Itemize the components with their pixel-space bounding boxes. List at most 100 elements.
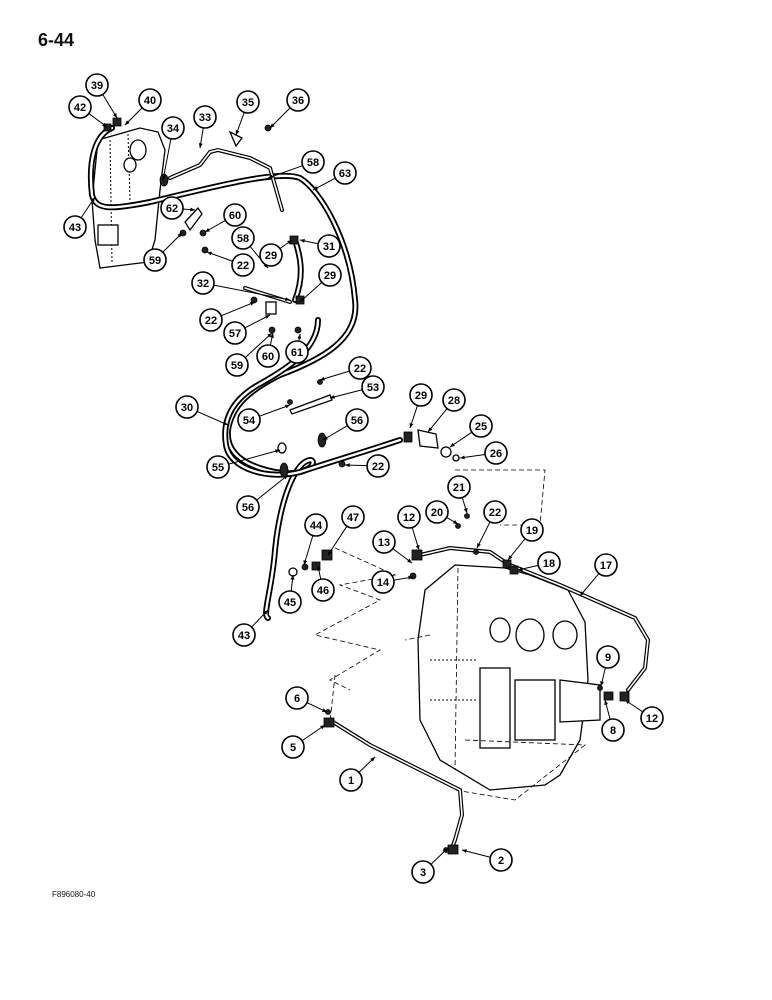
callout-label: 56	[351, 415, 363, 427]
leader-arrow	[235, 130, 240, 135]
callout-label: 13	[378, 537, 390, 549]
callout-3: 3	[411, 847, 449, 884]
leader-arrow	[317, 566, 321, 571]
leader-arrow	[453, 520, 458, 524]
oring-6	[325, 709, 331, 715]
callout-circle	[232, 623, 256, 647]
callout-28: 28	[427, 388, 466, 433]
leader-arrow	[370, 757, 375, 762]
callout-43: 43	[63, 196, 96, 239]
leader-line	[327, 525, 348, 556]
callout-circle	[333, 161, 357, 185]
callout-label: 5	[290, 742, 296, 754]
clamp-56b	[279, 462, 289, 478]
callout-circle	[348, 356, 372, 380]
washer-20	[455, 523, 461, 529]
callout-circle	[345, 408, 369, 432]
callout-circle	[520, 518, 544, 542]
figure-code: F896080-40	[52, 890, 96, 899]
callout-35: 35	[235, 90, 260, 136]
callout-circle	[594, 553, 618, 577]
callout-13: 13	[372, 530, 413, 564]
callout-circle	[447, 475, 471, 499]
callout-circle	[285, 686, 309, 710]
callout-62: 62	[160, 196, 196, 220]
callout-label: 35	[242, 97, 254, 109]
leader-arrow	[112, 113, 117, 118]
leader-arrow	[322, 708, 327, 712]
leader-arrow	[313, 186, 318, 190]
leader-arrow	[283, 475, 288, 480]
callout-circle	[371, 570, 395, 594]
nut-22	[201, 246, 209, 254]
callout-circle	[175, 395, 199, 419]
callout-label: 62	[166, 203, 178, 215]
callout-12: 12	[397, 505, 421, 551]
callout-33: 33	[193, 105, 217, 149]
callout-43: 43	[232, 609, 269, 647]
tube-13	[418, 545, 507, 564]
leader-arrow	[290, 575, 295, 580]
leader-arrow	[207, 251, 212, 256]
callout-circle	[278, 590, 302, 614]
callout-circle	[237, 408, 261, 432]
callout-label: 28	[448, 395, 460, 407]
callout-label: 20	[431, 507, 443, 519]
callout-53: 53	[329, 375, 385, 399]
leader-arrow	[408, 575, 413, 580]
callout-20: 20	[425, 500, 459, 525]
callout-40: 40	[124, 88, 162, 126]
callout-circle	[339, 768, 363, 792]
callout-12: 12	[624, 699, 664, 730]
callout-label: 29	[265, 250, 277, 262]
callout-46: 46	[311, 565, 335, 602]
callout-label: 47	[347, 512, 359, 524]
callout-label: 18	[543, 558, 555, 570]
callout-label: 34	[167, 123, 180, 135]
callout-label: 29	[324, 270, 336, 282]
screw-21	[464, 513, 470, 519]
callout-circle	[199, 308, 223, 332]
callout-circle	[160, 196, 184, 220]
leader-line	[303, 535, 314, 566]
callout-63: 63	[312, 161, 357, 191]
callout-circle	[596, 645, 620, 669]
callout-circle	[236, 495, 260, 519]
callout-36: 36	[269, 88, 310, 129]
callout-2: 2	[461, 848, 513, 872]
callout-label: 22	[489, 507, 501, 519]
callout-58: 58	[267, 150, 325, 179]
leader-arrow	[407, 558, 412, 563]
callout-9: 9	[596, 645, 620, 687]
callout-56: 56	[236, 474, 289, 519]
leader-arrow	[600, 681, 604, 686]
callout-label: 29	[415, 390, 427, 402]
screw-36	[264, 124, 272, 132]
leader-arrow	[345, 463, 350, 468]
leader-arrow	[300, 239, 305, 243]
leader-line	[319, 370, 350, 381]
callout-circle	[191, 271, 215, 295]
leader-line	[244, 332, 273, 358]
leader-arrow	[300, 297, 305, 302]
callout-18: 18	[517, 551, 561, 575]
callout-19: 19	[507, 518, 544, 561]
callout-circle	[483, 500, 507, 524]
callout-39: 39	[85, 73, 118, 119]
leader-arrow	[275, 449, 280, 454]
leader-arrow	[297, 334, 302, 339]
callout-label: 22	[205, 315, 217, 327]
leader-line	[476, 521, 491, 549]
callout-58: 58	[231, 226, 269, 269]
leader-arrow	[625, 700, 630, 705]
hose-30	[222, 317, 403, 478]
callout-circle	[311, 578, 335, 602]
callout-circle	[442, 388, 466, 412]
callout-29: 29	[259, 239, 293, 267]
callout-1: 1	[339, 756, 376, 792]
callout-circle	[469, 414, 493, 438]
leader-arrow	[428, 427, 433, 432]
elbow-47	[321, 549, 333, 561]
leader-arrow	[462, 849, 467, 854]
